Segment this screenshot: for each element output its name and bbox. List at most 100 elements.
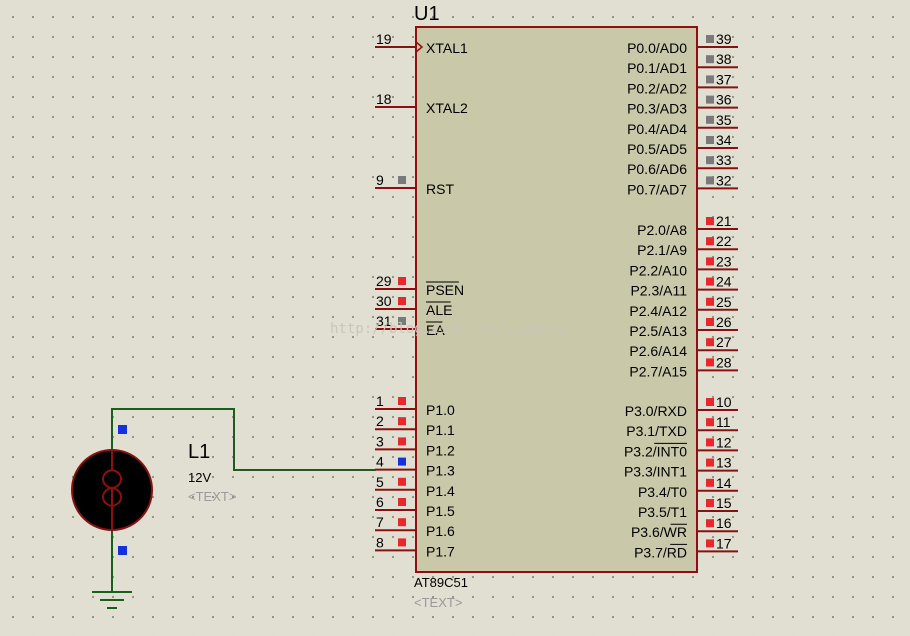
pin-2[interactable]: 2P1.1 — [375, 413, 455, 438]
chip-body[interactable] — [415, 26, 698, 573]
pin-state-indicator — [398, 417, 406, 426]
pin-8[interactable]: 8P1.7 — [375, 534, 455, 559]
pin-number: 10 — [716, 394, 732, 410]
pin-name: RST — [426, 181, 454, 197]
pin-7[interactable]: 7P1.6 — [375, 514, 455, 539]
pin-number: 4 — [376, 454, 384, 470]
chip-right-pins: 39P0.0/AD038P0.1/AD137P0.2/AD236P0.3/AD3… — [624, 31, 738, 560]
pin-name: P3.0/RXD — [625, 403, 687, 419]
pin-name: PSEN — [426, 282, 464, 298]
pin-number: 39 — [716, 31, 732, 47]
pin-number: 31 — [376, 313, 392, 329]
pin-state-indicator — [706, 297, 714, 306]
pin-name: P3.4/T0 — [638, 484, 687, 500]
pin-number: 32 — [716, 172, 732, 188]
pin-number: 18 — [376, 91, 392, 107]
lamp-reference-label: L1 — [188, 441, 210, 463]
pin-number: 13 — [716, 455, 732, 471]
pin-name: P1.0 — [426, 402, 455, 418]
pin-state-indicator — [398, 518, 406, 527]
pin-state-indicator — [706, 499, 714, 507]
pin-number: 24 — [716, 274, 732, 290]
pin-name: P0.0/AD0 — [627, 40, 687, 56]
chip-text-placeholder: <TEXT> — [414, 595, 462, 610]
pin-number: 15 — [716, 495, 732, 511]
pin-6[interactable]: 6P1.5 — [375, 494, 455, 519]
pin-name: P2.5/A13 — [629, 323, 687, 339]
lamp-text-placeholder: <TEXT> — [188, 489, 236, 504]
pin-name: P1.7 — [426, 543, 455, 559]
pin-number: 29 — [376, 273, 392, 289]
microcontroller-u1[interactable]: U1 AT89C51 <TEXT> 19XTAL118XTAL29RST29PS… — [375, 3, 738, 610]
pin-3[interactable]: 3P1.2 — [375, 433, 455, 458]
pin-number: 14 — [716, 475, 732, 491]
pin-number: 5 — [376, 474, 384, 490]
pin-number: 8 — [376, 534, 384, 550]
wire-p13-to-lamp[interactable] — [111, 408, 376, 471]
pin-5[interactable]: 5P1.4 — [375, 474, 455, 499]
pin-number: 26 — [716, 314, 732, 330]
pin-name: P1.2 — [426, 442, 455, 458]
pin-state-indicator — [706, 539, 714, 548]
pin-name: P2.4/A12 — [629, 303, 687, 319]
pin-number: 9 — [376, 172, 384, 188]
pin-number: 11 — [716, 414, 731, 430]
pin-number: 28 — [716, 354, 732, 370]
ground-icon[interactable] — [92, 591, 132, 609]
pin-name: P0.7/AD7 — [627, 181, 687, 197]
pin-state-indicator — [706, 438, 714, 447]
pin-4[interactable]: 4P1.3 — [375, 454, 455, 479]
pin-name: P1.1 — [426, 422, 455, 438]
pin-name: P2.0/A8 — [637, 222, 687, 238]
lamp-l1[interactable]: L1 12V <TEXT> — [71, 425, 236, 555]
pin-number: 19 — [376, 31, 392, 47]
pin-1[interactable]: 1P1.0 — [375, 393, 455, 418]
chip-reference-label: U1 — [414, 3, 440, 25]
pin-state-indicator — [706, 115, 714, 124]
pin-number: 16 — [716, 515, 732, 531]
pin-number: 33 — [716, 152, 732, 168]
pin-number: 30 — [376, 293, 392, 309]
pin-number: 35 — [716, 112, 732, 128]
pin-name: XTAL2 — [426, 100, 468, 116]
pin-name: P2.7/A15 — [629, 363, 687, 379]
pin-name: P0.4/AD4 — [627, 121, 687, 137]
pin-name: P3.3/INT1 — [624, 464, 687, 480]
pin-number: 34 — [716, 132, 732, 148]
pin-state-indicator — [706, 277, 714, 286]
pin-name: P0.2/AD2 — [627, 80, 687, 96]
pin-state-indicator — [706, 458, 714, 467]
